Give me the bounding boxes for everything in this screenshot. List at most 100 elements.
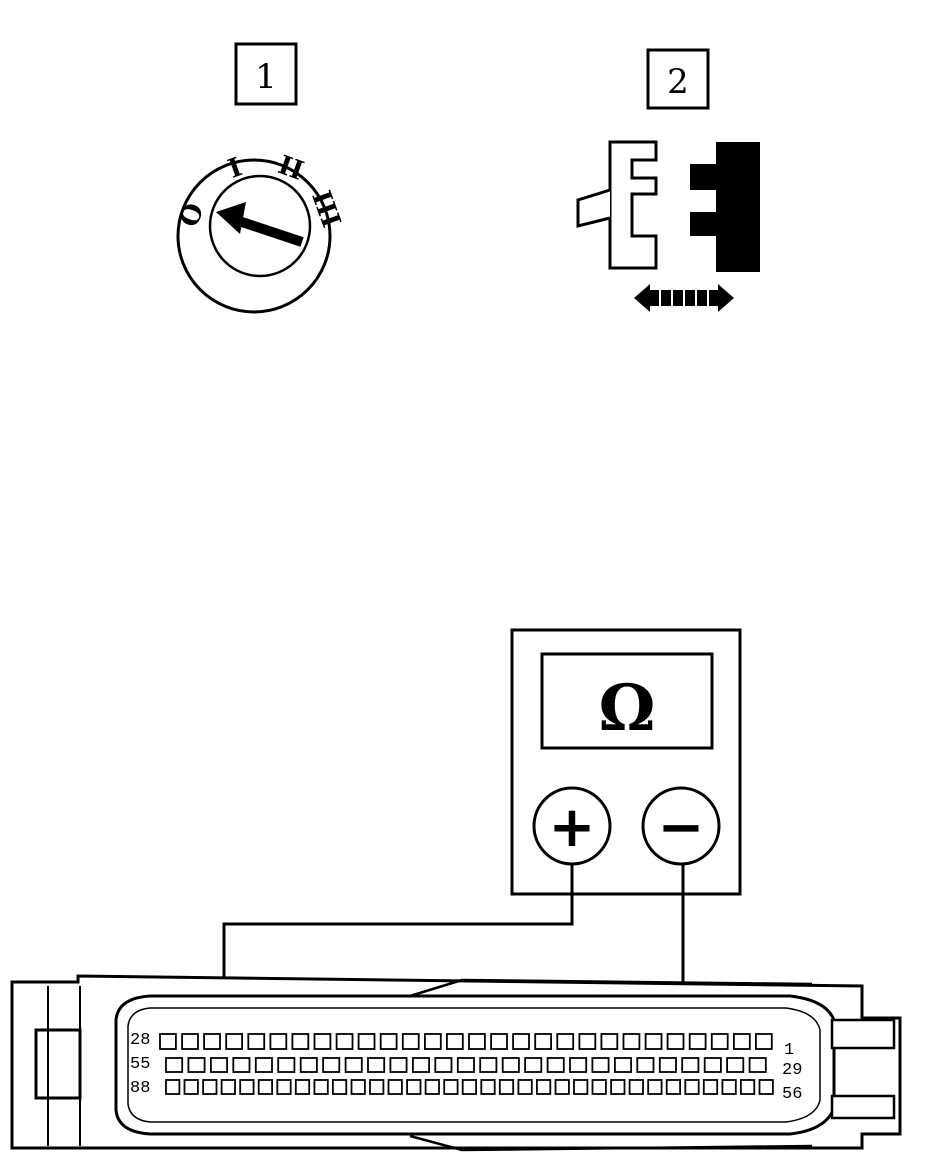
disconnected-connector-icon xyxy=(576,140,760,312)
pin-cavity xyxy=(369,1079,385,1095)
connector-clip-top xyxy=(830,1018,896,1050)
pin-cavity xyxy=(546,1057,565,1073)
pin-cavity xyxy=(622,1033,641,1050)
pin-cavity xyxy=(239,1079,255,1095)
pin-cavity xyxy=(610,1079,626,1095)
pin-cavity xyxy=(276,1079,292,1095)
pin-cavity xyxy=(247,1033,266,1050)
pin-cavity xyxy=(257,1079,274,1095)
pin-cavity xyxy=(726,1057,745,1073)
pin-cavity xyxy=(357,1033,376,1050)
step-2-badge: 2 xyxy=(646,48,710,110)
pin-cavity xyxy=(379,1033,398,1050)
pin-cavity xyxy=(165,1079,181,1095)
pin-cavity xyxy=(203,1033,221,1050)
pin-cavity xyxy=(269,1033,288,1050)
pin-cavity xyxy=(748,1057,767,1073)
pin-cavity xyxy=(517,1079,533,1095)
pin-cavity xyxy=(350,1079,366,1095)
row-1-right-label: 1 xyxy=(784,1041,794,1060)
pin-cavity xyxy=(434,1057,453,1073)
pin-cavity xyxy=(159,1033,177,1050)
pin-cavity xyxy=(636,1057,655,1073)
switch-pointer-shaft xyxy=(234,215,304,247)
step-1-badge: 1 xyxy=(234,42,298,106)
pin-cavity xyxy=(569,1057,588,1073)
negative-terminal-label: − xyxy=(658,795,705,860)
arrow-left-head xyxy=(634,284,650,312)
pin-cavity xyxy=(344,1057,363,1073)
pin-cavity xyxy=(758,1079,774,1095)
pin-cavity xyxy=(401,1033,420,1050)
pin-cavity xyxy=(423,1033,442,1050)
pin-cavity xyxy=(389,1057,408,1073)
pin-cavity xyxy=(181,1033,199,1050)
pin-cavity xyxy=(573,1079,589,1095)
pin-cavity xyxy=(644,1033,663,1050)
pin-cavity xyxy=(512,1033,530,1050)
pin-cavity xyxy=(556,1033,575,1050)
pin-cavity xyxy=(755,1033,773,1050)
pin-cavity xyxy=(294,1079,311,1095)
pin-cavity xyxy=(232,1057,251,1073)
switch-pointer-head xyxy=(216,202,246,234)
pin-cavity xyxy=(524,1057,543,1073)
pin-cavity xyxy=(501,1057,520,1073)
pin-cavity xyxy=(165,1057,184,1073)
positive-terminal-label: + xyxy=(549,795,596,860)
pin-cavity xyxy=(710,1033,729,1050)
pin-cavity xyxy=(721,1079,737,1095)
row-2-right-label: 29 xyxy=(782,1061,802,1080)
pin-cavity xyxy=(479,1057,498,1073)
pin-cavity xyxy=(456,1057,475,1073)
multimeter: Ω + − xyxy=(510,628,742,896)
pin-cavity xyxy=(681,1057,700,1073)
pin-cavity xyxy=(331,1079,348,1095)
pin-cavity xyxy=(411,1057,430,1073)
pin-cavity xyxy=(591,1079,607,1095)
pin-cavity xyxy=(684,1079,700,1095)
pin-cavity xyxy=(445,1033,464,1050)
pin-cavity xyxy=(614,1057,633,1073)
pin-cavity xyxy=(554,1079,570,1095)
pin-cavity xyxy=(688,1033,707,1050)
pin-cavity xyxy=(578,1033,597,1050)
pin-cavity xyxy=(183,1079,199,1095)
step-2-label: 2 xyxy=(667,62,689,102)
pin-cavity xyxy=(536,1079,552,1095)
pin-cavity xyxy=(666,1033,685,1050)
pin-cavity xyxy=(740,1079,756,1095)
pin-cavity xyxy=(335,1033,354,1050)
pin-cavity xyxy=(277,1057,296,1073)
pin-cavity xyxy=(313,1079,329,1095)
pin-rows xyxy=(159,1033,774,1095)
pin-cavity xyxy=(387,1079,403,1095)
pin-cavity xyxy=(225,1033,243,1050)
step-1-label: 1 xyxy=(255,57,277,97)
negative-terminal xyxy=(641,786,721,866)
pin-cavity xyxy=(291,1033,310,1050)
pin-cavity xyxy=(424,1079,440,1095)
pin-cavity xyxy=(534,1033,553,1050)
row-2-left-label: 55 xyxy=(130,1055,150,1074)
meter-unit-symbol: Ω xyxy=(599,671,656,746)
pin-cavity xyxy=(480,1079,496,1095)
pin-cavity xyxy=(220,1079,236,1095)
pin-cavity xyxy=(367,1057,386,1073)
pin-cavity xyxy=(665,1079,682,1095)
pin-cavity xyxy=(322,1057,341,1073)
connector-clip-bottom xyxy=(830,1094,896,1120)
ignition-key-switch-icon: O I II III xyxy=(175,150,346,314)
pin-cavity xyxy=(591,1057,610,1073)
arrow-right-head xyxy=(718,284,734,312)
pin-cavity xyxy=(600,1033,619,1050)
meter-display xyxy=(540,652,714,750)
pin-cavity xyxy=(254,1057,273,1073)
row-1-left-label: 28 xyxy=(130,1031,150,1050)
pin-cavity xyxy=(468,1033,486,1050)
pin-cavity xyxy=(490,1033,508,1050)
pin-cavity xyxy=(658,1057,677,1073)
pin-cavity xyxy=(406,1079,422,1095)
pin-cavity xyxy=(461,1079,478,1095)
